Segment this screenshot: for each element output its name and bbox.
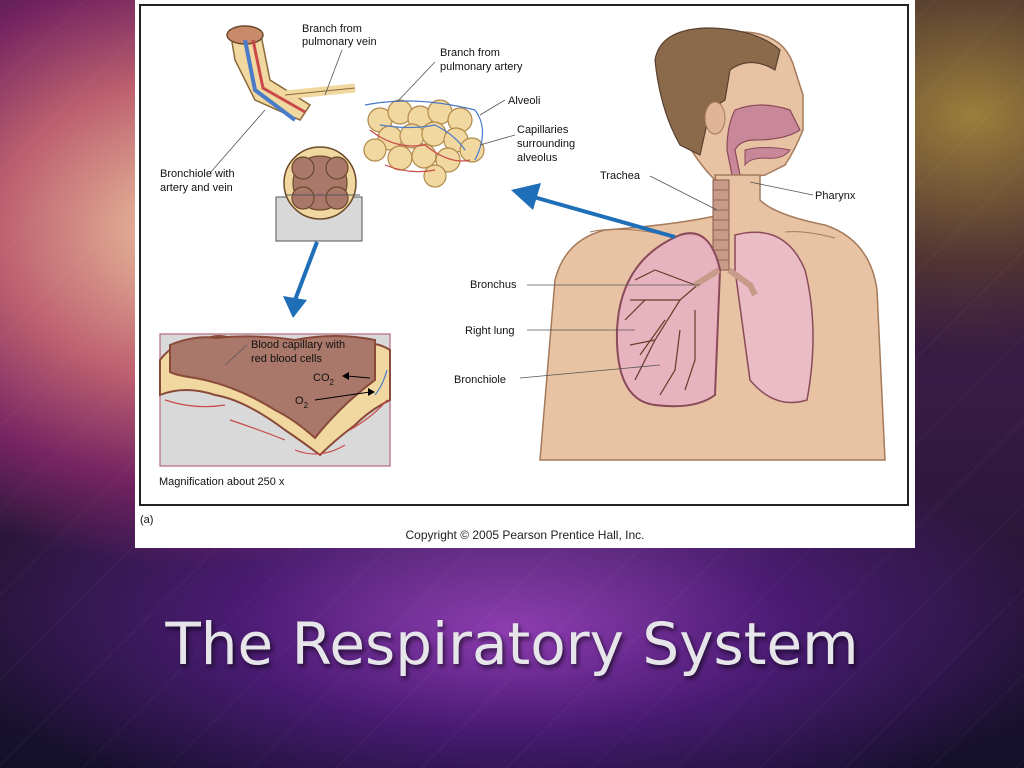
label-right-lung: Right lung	[465, 325, 515, 337]
magnification-inset	[159, 333, 391, 467]
label-o2-sub: 2	[304, 401, 309, 410]
label-bronchiole-artery-vein-1: Bronchiole with	[160, 168, 235, 180]
label-capillaries-2: surrounding	[517, 138, 575, 150]
label-co2: CO2	[313, 372, 335, 387]
label-capillaries-3: alveolus	[517, 152, 558, 164]
label-capillaries-1: Capillaries	[517, 124, 569, 136]
respiratory-diagram: Branch from pulmonary vein Branch from p…	[140, 23, 886, 526]
label-branch-pulmonary-vein-1: Branch from	[302, 23, 362, 35]
figure-frame	[139, 4, 909, 506]
copyright-notice: Copyright © 2005 Pearson Prentice Hall, …	[405, 528, 645, 542]
label-trachea: Trachea	[600, 170, 641, 182]
label-alveoli: Alveoli	[508, 95, 540, 107]
zoom-arrow	[511, 183, 676, 239]
label-bronchus: Bronchus	[470, 279, 517, 291]
slide-title: The Respiratory System	[165, 610, 859, 678]
human-figure	[539, 27, 886, 461]
label-branch-pulmonary-vein-2: pulmonary vein	[302, 36, 377, 48]
label-co2-sub: 2	[330, 378, 335, 387]
magnify-arrow	[283, 241, 319, 318]
label-o2: O2	[295, 395, 309, 410]
label-o2-main: O	[295, 395, 304, 407]
label-bronchiole: Bronchiole	[454, 374, 506, 386]
label-magnification: Magnification about 250 x	[159, 476, 285, 488]
label-branch-pulmonary-artery-2: pulmonary artery	[440, 61, 523, 73]
label-branch-pulmonary-artery-1: Branch from	[440, 47, 500, 59]
label-blood-capillary-2: red blood cells	[251, 353, 322, 365]
label-co2-main: CO	[313, 372, 330, 384]
label-blood-capillary-1: Blood capillary with	[251, 339, 345, 351]
label-panel-letter: (a)	[140, 514, 153, 526]
alveoli-cluster	[226, 25, 485, 242]
label-bronchiole-artery-vein-2: artery and vein	[160, 182, 233, 194]
figure-panel: Branch from pulmonary vein Branch from p…	[135, 0, 915, 548]
label-pharynx: Pharynx	[815, 190, 856, 202]
